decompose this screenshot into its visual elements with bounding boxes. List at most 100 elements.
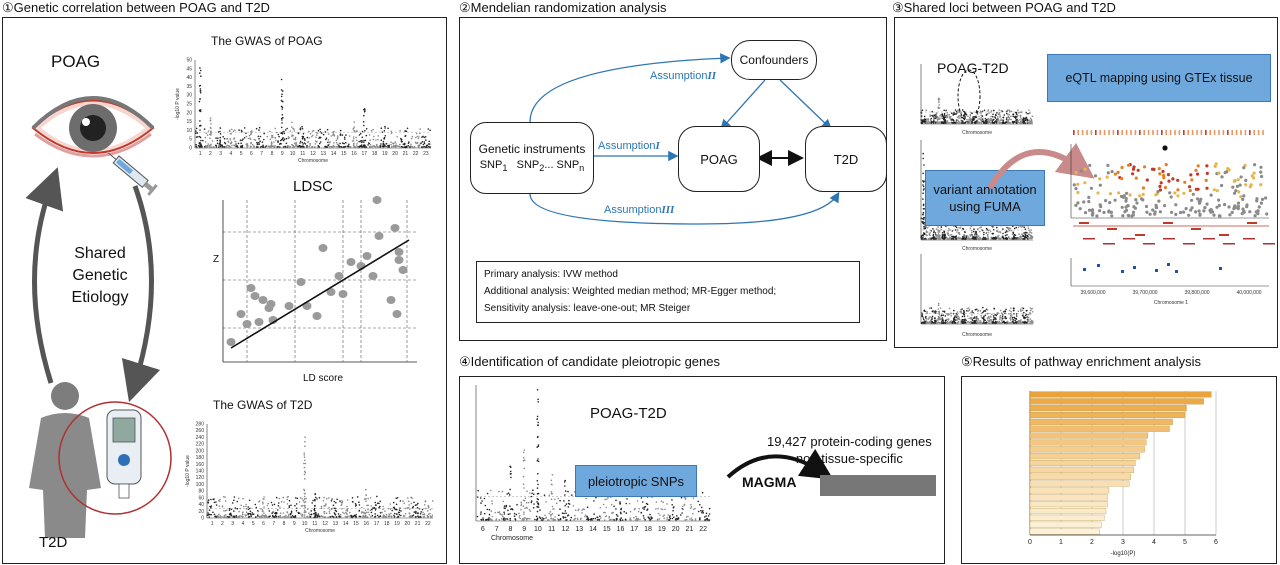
manhattan-point — [932, 121, 935, 123]
manhattan-point — [952, 119, 955, 122]
manhattan-point — [662, 501, 664, 503]
manhattan-point — [340, 504, 343, 506]
manhattan-point — [1015, 119, 1017, 121]
manhattan-point — [1016, 118, 1018, 121]
manhattan-point — [396, 508, 398, 511]
y-tick-label: 100 — [196, 482, 205, 488]
manhattan-point — [1030, 229, 1032, 231]
manhattan-point — [616, 518, 618, 520]
manhattan-point — [1030, 119, 1033, 122]
manhattan-point — [563, 500, 565, 502]
locus-point — [1179, 210, 1183, 215]
manhattan-point — [308, 145, 311, 148]
manhattan-point — [1021, 309, 1024, 311]
manhattan-point — [646, 509, 648, 511]
manhattan-point — [568, 499, 570, 502]
manhattan-point — [290, 504, 292, 507]
manhattan-point — [943, 112, 946, 115]
manhattan-point — [672, 509, 674, 512]
manhattan-point — [303, 501, 306, 504]
locus-point — [1145, 178, 1149, 182]
manhattan-point — [1002, 321, 1004, 324]
manhattan-point — [1029, 307, 1032, 309]
manhattan-point — [938, 117, 940, 120]
manhattan-point — [943, 230, 945, 232]
manhattan-point — [961, 318, 964, 321]
manhattan-point — [1017, 226, 1020, 229]
manhattan-point — [699, 517, 701, 519]
manhattan-point — [940, 314, 943, 317]
manhattan-point — [952, 114, 954, 116]
manhattan-point — [537, 492, 540, 495]
manhattan-point — [219, 127, 222, 129]
manhattan-point — [224, 146, 226, 148]
manhattan-point — [983, 109, 986, 112]
chrom-tick-label: 17 — [362, 151, 368, 157]
manhattan-point — [282, 146, 285, 148]
ldsc-ylabel: Z — [213, 254, 220, 265]
manhattan-point — [982, 236, 985, 239]
manhattan-point — [303, 466, 306, 469]
manhattan-point — [619, 502, 621, 504]
manhattan-point — [281, 119, 283, 121]
chrom-tick-label: 5 — [240, 151, 243, 157]
manhattan-point — [930, 120, 933, 123]
manhattan-point — [302, 145, 304, 147]
poag-node: POAG — [678, 126, 760, 192]
manhattan-point — [509, 488, 511, 491]
chromosome-label: Chromosome — [962, 246, 992, 252]
locus-point — [1223, 203, 1227, 207]
manhattan-point — [610, 518, 612, 521]
manhattan-point — [999, 309, 1002, 312]
manhattan-point — [669, 515, 671, 517]
manhattan-point — [243, 137, 246, 139]
manhattan-point — [315, 511, 317, 514]
locus-point — [1184, 207, 1188, 211]
chrom-tick-label: 3 — [231, 521, 234, 527]
locus-point — [1239, 195, 1243, 199]
manhattan-point — [244, 515, 247, 517]
manhattan-point — [362, 145, 364, 148]
manhattan-point — [594, 517, 597, 520]
manhattan-point — [270, 135, 273, 137]
method-additional: Additional analysis: Weighted median met… — [484, 286, 777, 297]
locus-point — [1125, 191, 1129, 195]
manhattan-point — [922, 208, 925, 210]
locus-point — [1168, 191, 1172, 195]
locus-point — [1250, 174, 1254, 178]
poag-t2d-label-4: POAG-T2D — [590, 405, 667, 422]
manhattan-point — [316, 516, 318, 518]
chrom-tick-label: 15 — [341, 151, 347, 157]
manhattan-point — [287, 495, 289, 498]
manhattan-point — [536, 446, 538, 448]
manhattan-point — [312, 499, 314, 502]
manhattan-point — [926, 226, 929, 229]
locus-point — [1232, 179, 1236, 183]
manhattan-point — [245, 505, 247, 508]
manhattan-point — [356, 144, 358, 146]
manhattan-point — [566, 519, 568, 521]
manhattan-point — [1010, 118, 1012, 121]
manhattan-point — [258, 143, 260, 145]
manhattan-point — [392, 144, 395, 147]
manhattan-point — [987, 117, 990, 120]
manhattan-point — [298, 145, 301, 147]
manhattan-point — [689, 518, 691, 520]
manhattan-point — [299, 497, 302, 499]
manhattan-point — [1019, 308, 1022, 310]
manhattan-point — [410, 143, 412, 146]
manhattan-point — [922, 185, 925, 188]
manhattan-point — [945, 236, 947, 239]
locus-point — [1237, 190, 1241, 194]
manhattan-point — [205, 144, 207, 147]
eqtl-tick — [1090, 130, 1093, 135]
y-tick-label: 280 — [196, 422, 205, 428]
manhattan-point — [982, 120, 984, 122]
manhattan-point — [423, 136, 426, 139]
manhattan-point — [973, 238, 975, 240]
manhattan-point — [537, 472, 539, 475]
manhattan-point — [385, 513, 388, 516]
manhattan-point — [300, 515, 303, 517]
eqtl-tick — [1077, 130, 1079, 135]
manhattan-point — [962, 235, 964, 238]
